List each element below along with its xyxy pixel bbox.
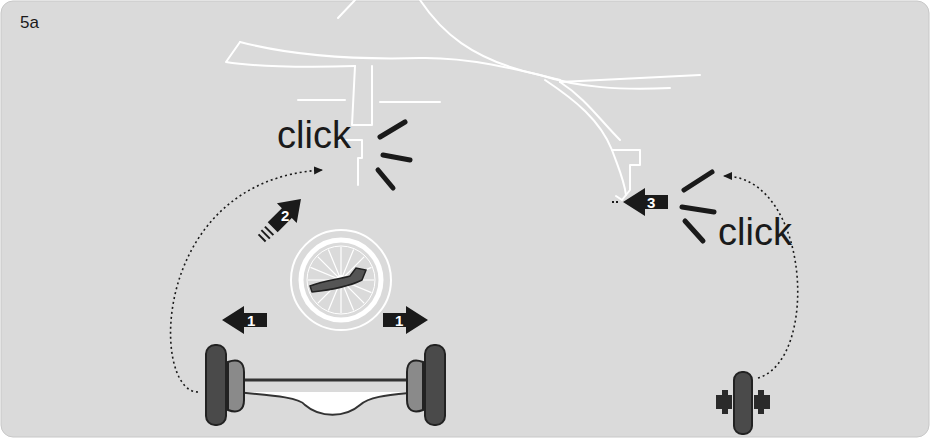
callout-arrow	[383, 306, 428, 334]
motion-path	[724, 176, 798, 378]
callout-number: 1	[247, 313, 255, 328]
callout-arrow	[222, 306, 267, 334]
click-marks	[378, 122, 410, 188]
stroller-frame	[226, 0, 700, 200]
callout-arrow	[252, 189, 311, 248]
sound-label: click	[277, 116, 351, 154]
callout-arrow	[623, 188, 668, 216]
figure-number: 5a	[20, 14, 39, 31]
front-wheel	[716, 372, 770, 434]
rear-axle	[206, 345, 445, 425]
callout-number: 2	[281, 208, 289, 223]
sound-label: click	[718, 213, 792, 251]
callout-number: 1	[395, 313, 403, 328]
click-marks	[682, 172, 714, 241]
callout-number: 3	[647, 195, 655, 210]
brake-detail	[291, 230, 391, 330]
